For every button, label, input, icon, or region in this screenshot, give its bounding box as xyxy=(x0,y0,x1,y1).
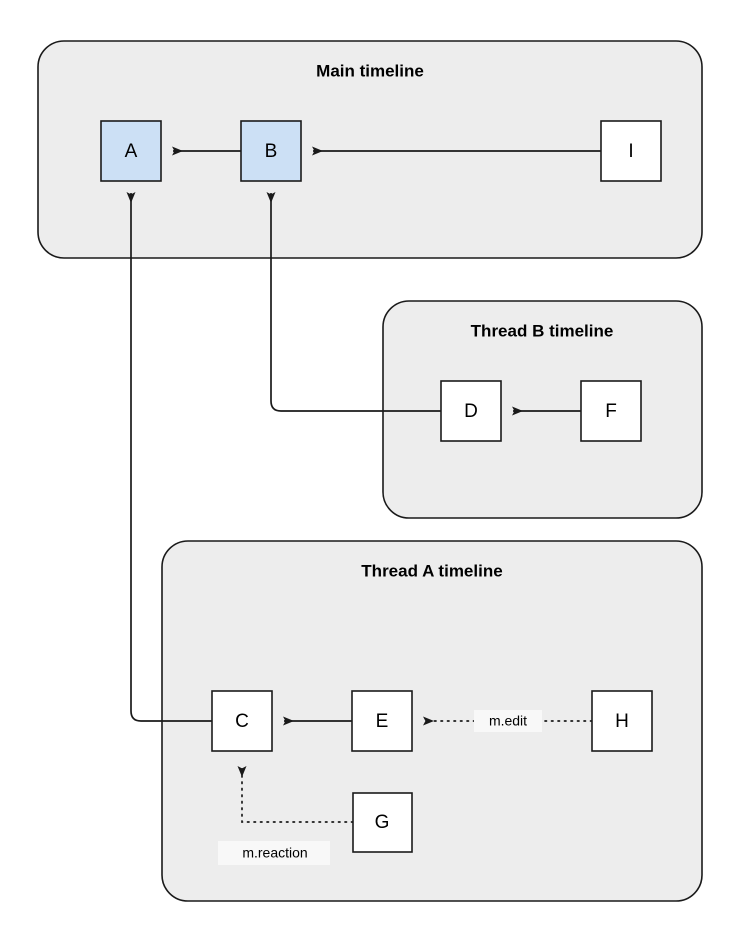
group-thread-a-timeline-title: Thread A timeline xyxy=(361,561,502,580)
node-e-label: E xyxy=(376,711,389,732)
node-c[interactable]: C xyxy=(211,690,273,752)
node-b-label: B xyxy=(265,141,278,162)
node-b[interactable]: B xyxy=(240,120,302,182)
edge-c-to-a xyxy=(126,192,212,722)
node-h-box xyxy=(591,690,653,752)
group-thread-b-timeline[interactable]: Thread B timeline xyxy=(382,300,703,519)
node-g-box xyxy=(352,792,413,853)
node-d-label: D xyxy=(464,401,478,422)
node-i[interactable]: I xyxy=(600,120,662,182)
edge-h-to-e-label-bg xyxy=(474,710,542,732)
node-g-label: G xyxy=(375,812,390,833)
node-e-box xyxy=(351,690,413,752)
group-main-timeline[interactable]: Main timeline xyxy=(37,40,703,259)
node-c-box xyxy=(211,690,273,752)
node-h[interactable]: H xyxy=(591,690,653,752)
edge-h-to-e: m.edit xyxy=(423,710,593,732)
node-h-label: H xyxy=(615,711,629,732)
node-i-box xyxy=(600,120,662,182)
group-thread-b-timeline-title: Thread B timeline xyxy=(471,321,614,340)
group-main-timeline-title: Main timeline xyxy=(316,61,424,80)
node-f[interactable]: F xyxy=(580,380,642,442)
node-f-label: F xyxy=(605,401,617,422)
node-a-box xyxy=(100,120,162,182)
group-main-timeline-box xyxy=(37,40,703,259)
node-f-box xyxy=(580,380,642,442)
edge-g-to-c-label-bg xyxy=(218,841,330,865)
node-i-label: I xyxy=(628,141,633,162)
edge-d-to-b xyxy=(266,192,441,412)
edge-g-to-c-label: m.reaction xyxy=(242,845,307,861)
node-c-label: C xyxy=(235,711,249,732)
node-d[interactable]: D xyxy=(440,380,502,442)
node-b-box xyxy=(240,120,302,182)
edge-h-to-e-label: m.edit xyxy=(489,713,527,729)
edge-g-to-c: m.reaction xyxy=(218,766,354,865)
node-g[interactable]: G xyxy=(352,792,413,853)
node-e[interactable]: E xyxy=(351,690,413,752)
node-a-label: A xyxy=(125,141,138,162)
node-d-box xyxy=(440,380,502,442)
node-a[interactable]: A xyxy=(100,120,162,182)
group-thread-b-timeline-box xyxy=(382,300,703,519)
